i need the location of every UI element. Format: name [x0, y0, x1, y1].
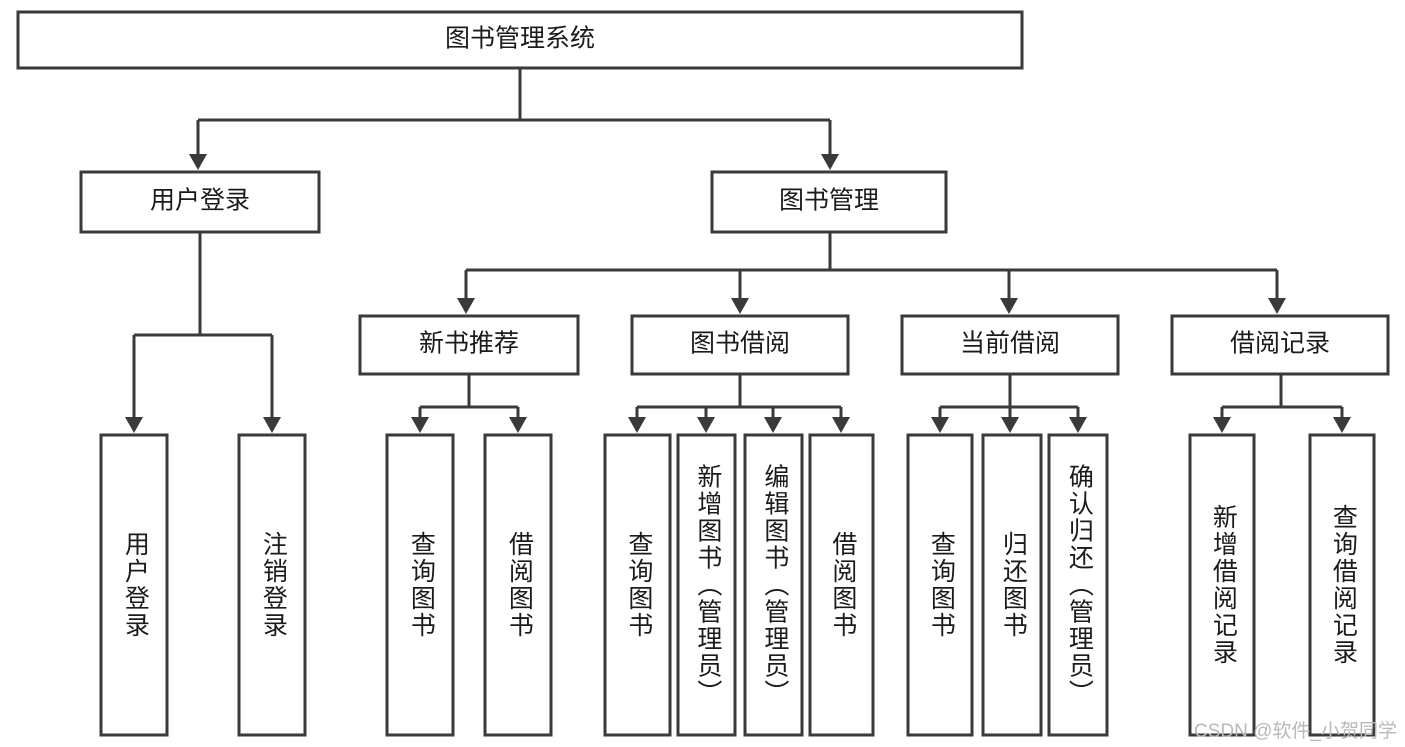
node-box-confirm-return-admin — [1047, 433, 1109, 737]
node-box-borrow-record — [1170, 314, 1390, 376]
node-label-book-borrow: 图书借阅 — [690, 330, 790, 358]
node-label-query-book-1: 查询图书 — [407, 531, 436, 639]
node-query-book-1[interactable]: 查询图书 — [385, 433, 455, 737]
arrow-add-book-admin-icon — [697, 417, 715, 433]
node-return-book[interactable]: 归还图书 — [981, 433, 1043, 737]
arrow-confirm-return-admin-icon — [1069, 417, 1087, 433]
node-label-borrow-record: 借阅记录 — [1230, 330, 1330, 358]
arrow-user-logout-icon — [263, 417, 281, 433]
node-label-user-login: 用户登录 — [150, 187, 250, 215]
node-label-user-login-do: 用户登录 — [121, 531, 150, 639]
node-box-add-book-admin — [676, 433, 737, 737]
node-box-book-manage — [710, 170, 948, 234]
node-user-login-do[interactable]: 用户登录 — [99, 433, 169, 737]
arrow-user-login-do-icon — [125, 417, 143, 433]
node-box-borrow-book-2 — [808, 433, 875, 737]
node-label-query-book-3: 查询图书 — [927, 531, 956, 639]
node-label-new-book-recommend: 新书推荐 — [419, 330, 519, 358]
node-box-edit-book-admin — [743, 433, 804, 737]
node-label-book-manage: 图书管理 — [779, 187, 879, 215]
node-book-manage[interactable]: 图书管理 — [710, 170, 948, 234]
node-borrow-book-2[interactable]: 借阅图书 — [808, 433, 875, 737]
node-query-borrow-record[interactable]: 查询借阅记录 — [1308, 433, 1376, 737]
node-label-confirm-return-admin: 确认归还（管理员） — [1065, 464, 1094, 707]
node-label-user-logout: 注销登录 — [259, 531, 288, 639]
arrow-borrow-book-2-icon — [832, 417, 850, 433]
arrow-query-book-3-icon — [931, 417, 949, 433]
arrow-query-borrow-record-icon — [1333, 417, 1351, 433]
node-label-add-borrow-record: 新增借阅记录 — [1209, 504, 1238, 666]
watermark-text: CSDN @软件_小贺同学 — [1194, 721, 1397, 742]
arrow-book-manage-icon — [821, 154, 839, 170]
node-new-book-recommend[interactable]: 新书推荐 — [358, 314, 580, 376]
node-box-new-book-recommend — [358, 314, 580, 376]
node-label-query-borrow-record: 查询借阅记录 — [1329, 504, 1358, 666]
node-layer: 图书管理系统用户登录用户登录注销登录图书管理新书推荐查询图书借阅图书图书借阅查询… — [16, 10, 1390, 737]
arrow-user-login-icon — [189, 154, 207, 170]
arrow-borrow-record-icon — [1268, 298, 1286, 314]
arrow-current-borrow-icon — [1000, 298, 1018, 314]
node-borrow-book-1[interactable]: 借阅图书 — [483, 433, 553, 737]
node-user-login[interactable]: 用户登录 — [79, 170, 321, 234]
node-box-root — [16, 10, 1024, 70]
node-book-borrow[interactable]: 图书借阅 — [630, 314, 850, 376]
node-box-query-borrow-record — [1308, 433, 1376, 737]
node-box-current-borrow — [900, 314, 1120, 376]
arrow-add-borrow-record-icon — [1213, 417, 1231, 433]
node-edit-book-admin[interactable]: 编辑图书（管理员） — [743, 433, 804, 737]
node-box-query-book-2 — [603, 433, 672, 737]
node-label-current-borrow: 当前借阅 — [960, 330, 1060, 358]
arrowhead-layer — [125, 154, 1351, 433]
arrow-new-book-recommend-icon — [457, 298, 475, 314]
node-box-borrow-book-1 — [483, 433, 553, 737]
node-borrow-record[interactable]: 借阅记录 — [1170, 314, 1390, 376]
node-current-borrow[interactable]: 当前借阅 — [900, 314, 1120, 376]
node-box-query-book-1 — [385, 433, 455, 737]
node-box-book-borrow — [630, 314, 850, 376]
node-label-edit-book-admin: 编辑图书（管理员） — [761, 464, 790, 707]
node-box-user-logout — [237, 433, 307, 737]
arrow-book-borrow-icon — [731, 298, 749, 314]
node-box-user-login — [79, 170, 321, 234]
node-add-borrow-record[interactable]: 新增借阅记录 — [1188, 433, 1256, 737]
node-label-add-book-admin: 新增图书（管理员） — [694, 464, 723, 707]
node-label-borrow-book-1: 借阅图书 — [505, 531, 534, 639]
arrow-query-book-1-icon — [411, 417, 429, 433]
arrow-edit-book-admin-icon — [764, 417, 782, 433]
node-label-root: 图书管理系统 — [445, 25, 595, 53]
node-user-logout[interactable]: 注销登录 — [237, 433, 307, 737]
node-label-borrow-book-2: 借阅图书 — [829, 531, 858, 639]
arrow-query-book-2-icon — [628, 417, 646, 433]
node-query-book-3[interactable]: 查询图书 — [906, 433, 974, 737]
arrow-return-book-icon — [1001, 417, 1019, 433]
node-box-user-login-do — [99, 433, 169, 737]
node-box-return-book — [981, 433, 1043, 737]
node-label-return-book: 归还图书 — [999, 531, 1028, 639]
node-root[interactable]: 图书管理系统 — [16, 10, 1024, 70]
arrow-borrow-book-1-icon — [509, 417, 527, 433]
node-box-add-borrow-record — [1188, 433, 1256, 737]
node-query-book-2[interactable]: 查询图书 — [603, 433, 672, 737]
node-confirm-return-admin[interactable]: 确认归还（管理员） — [1047, 433, 1109, 737]
node-add-book-admin[interactable]: 新增图书（管理员） — [676, 433, 737, 737]
node-label-query-book-2: 查询图书 — [625, 531, 654, 639]
node-box-query-book-3 — [906, 433, 974, 737]
